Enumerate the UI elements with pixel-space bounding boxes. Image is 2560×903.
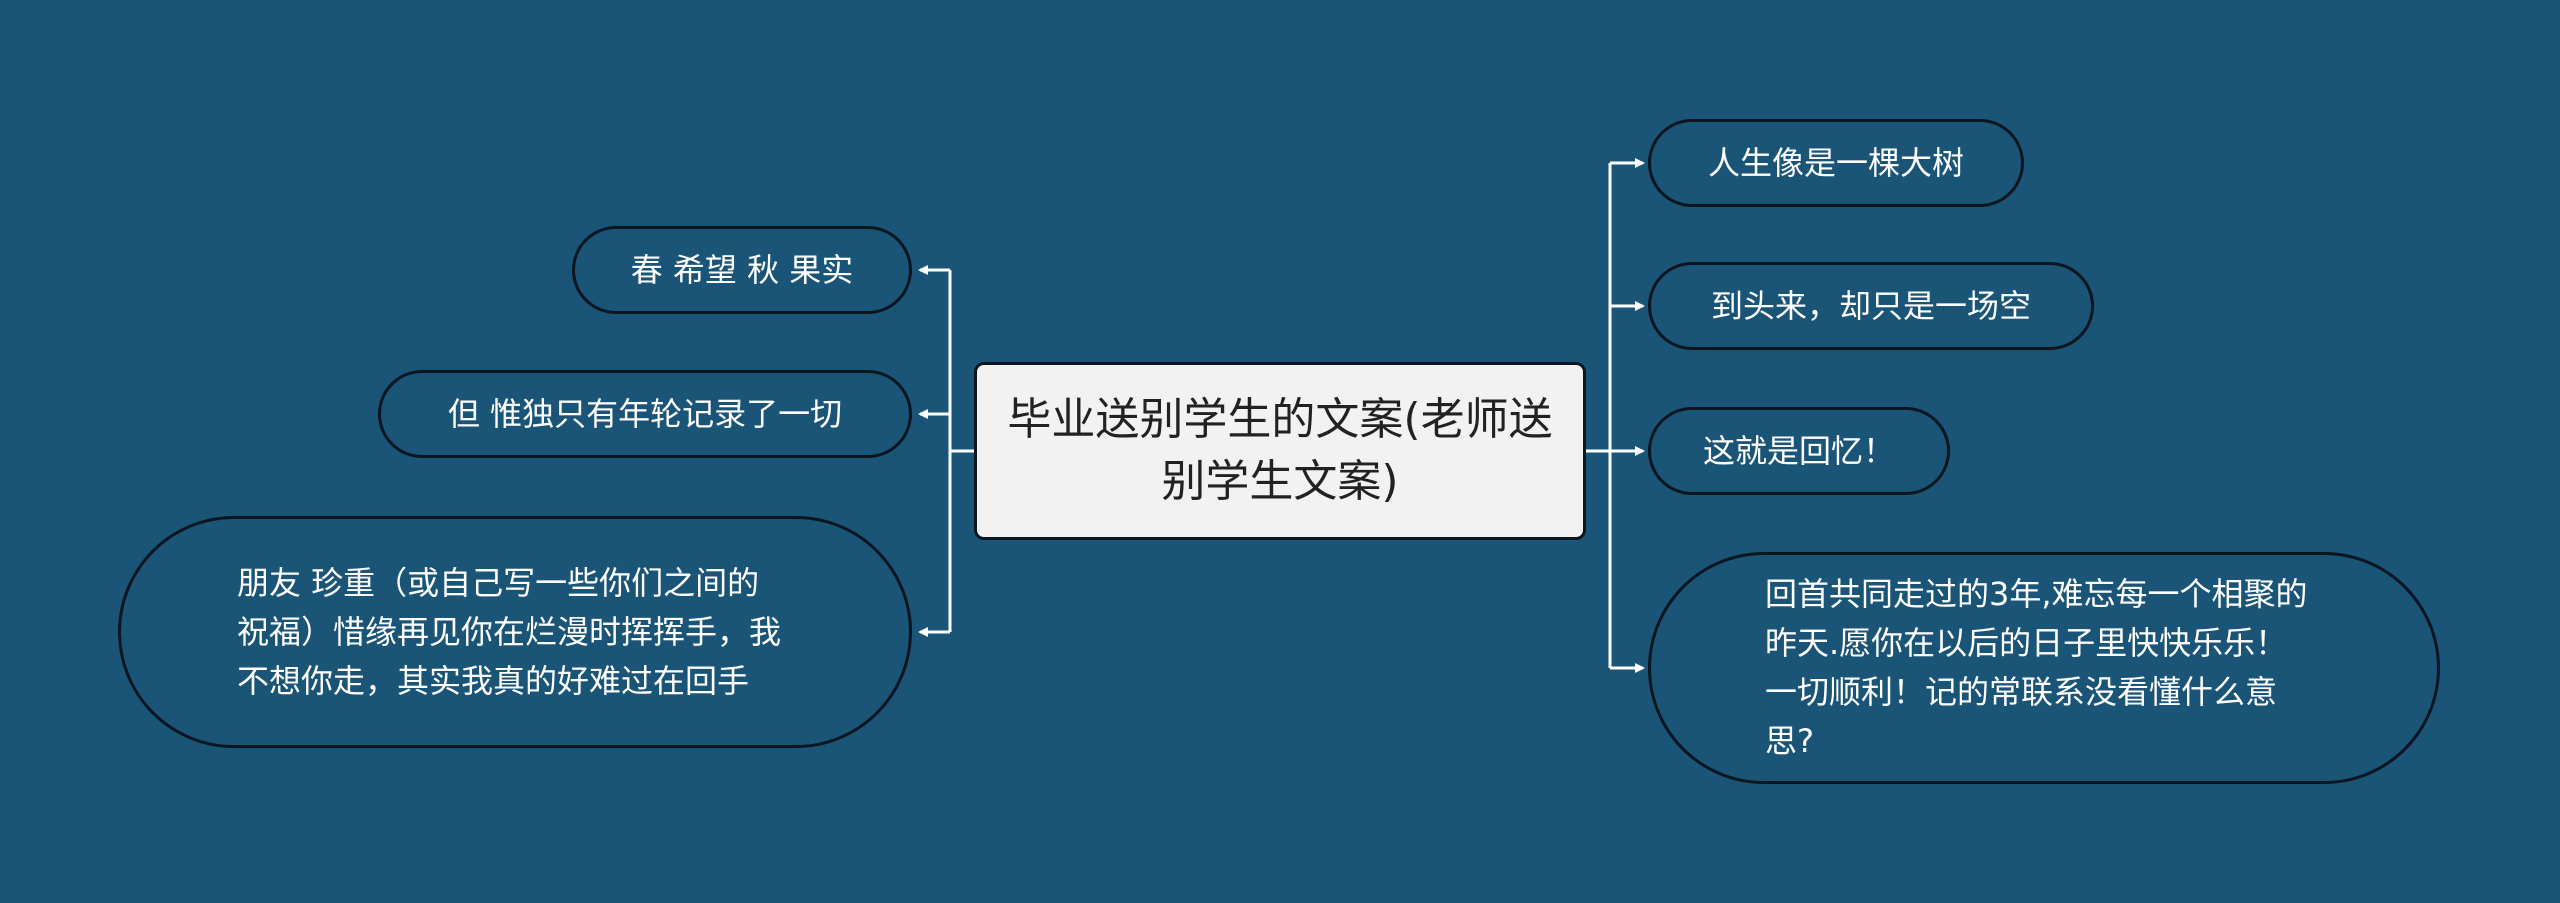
right-node-4[interactable]: 回首共同走过的3年,难忘每一个相聚的昨天.愿你在以后的日子里快快乐乐！一切顺利！…	[1648, 552, 2440, 784]
right-node-2[interactable]: 到头来，却只是一场空	[1648, 262, 2094, 350]
central-topic[interactable]: 毕业送别学生的文案(老师送别学生文案)	[974, 362, 1586, 540]
right-node-1-text: 人生像是一棵大树	[1707, 143, 1964, 182]
left-node-2[interactable]: 但 惟独只有年轮记录了一切	[378, 370, 912, 458]
central-topic-text: 毕业送别学生的文案(老师送别学生文案)	[1007, 394, 1553, 507]
left-node-1[interactable]: 春 希望 秋 果实	[572, 226, 912, 314]
left-node-1-text: 春 希望 秋 果实	[630, 250, 854, 289]
right-node-1[interactable]: 人生像是一棵大树	[1648, 119, 2024, 207]
right-node-2-text: 到头来，却只是一场空	[1710, 286, 2031, 325]
left-node-3-text: 朋友 珍重（或自己写一些你们之间的祝福）惜缘再见你在烂漫时挥挥手，我不想你走，其…	[237, 563, 782, 700]
left-node-2-text: 但 惟独只有年轮记录了一切	[447, 394, 843, 433]
right-node-3-text: 这就是回忆！	[1702, 431, 1895, 470]
right-node-3[interactable]: 这就是回忆！	[1648, 407, 1950, 495]
left-node-3[interactable]: 朋友 珍重（或自己写一些你们之间的祝福）惜缘再见你在烂漫时挥挥手，我不想你走，其…	[118, 516, 912, 748]
right-node-4-text: 回首共同走过的3年,难忘每一个相聚的昨天.愿你在以后的日子里快快乐乐！一切顺利！…	[1765, 575, 2308, 760]
